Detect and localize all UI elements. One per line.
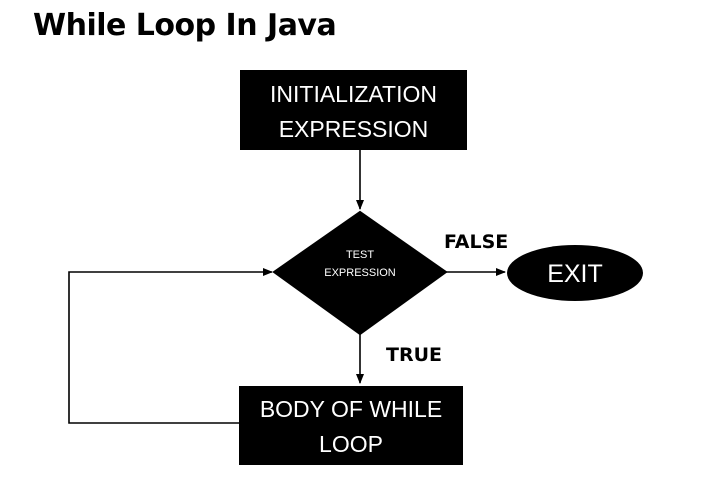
exit-node: EXIT bbox=[507, 245, 643, 301]
init-expression-line2: EXPRESSION bbox=[279, 116, 429, 142]
loop-body-box: BODY OF WHILE LOOP bbox=[239, 386, 463, 465]
page-title: While Loop In Java bbox=[33, 8, 337, 43]
loop-body-line2: LOOP bbox=[319, 431, 383, 457]
test-expression-line1: TEST bbox=[346, 249, 374, 261]
test-expression-line2: EXPRESSION bbox=[324, 267, 396, 279]
loop-body-line1: BODY OF WHILE bbox=[260, 396, 442, 422]
init-expression-line1: INITIALIZATION bbox=[270, 81, 437, 107]
arrow-body-loop-back bbox=[68, 268, 273, 424]
false-edge-label: FALSE bbox=[444, 231, 508, 253]
test-expression-diamond: TEST EXPRESSION bbox=[272, 210, 448, 336]
init-expression-box: INITIALIZATION EXPRESSION bbox=[240, 70, 467, 150]
exit-label: EXIT bbox=[547, 260, 603, 288]
true-edge-label: TRUE bbox=[386, 344, 442, 366]
